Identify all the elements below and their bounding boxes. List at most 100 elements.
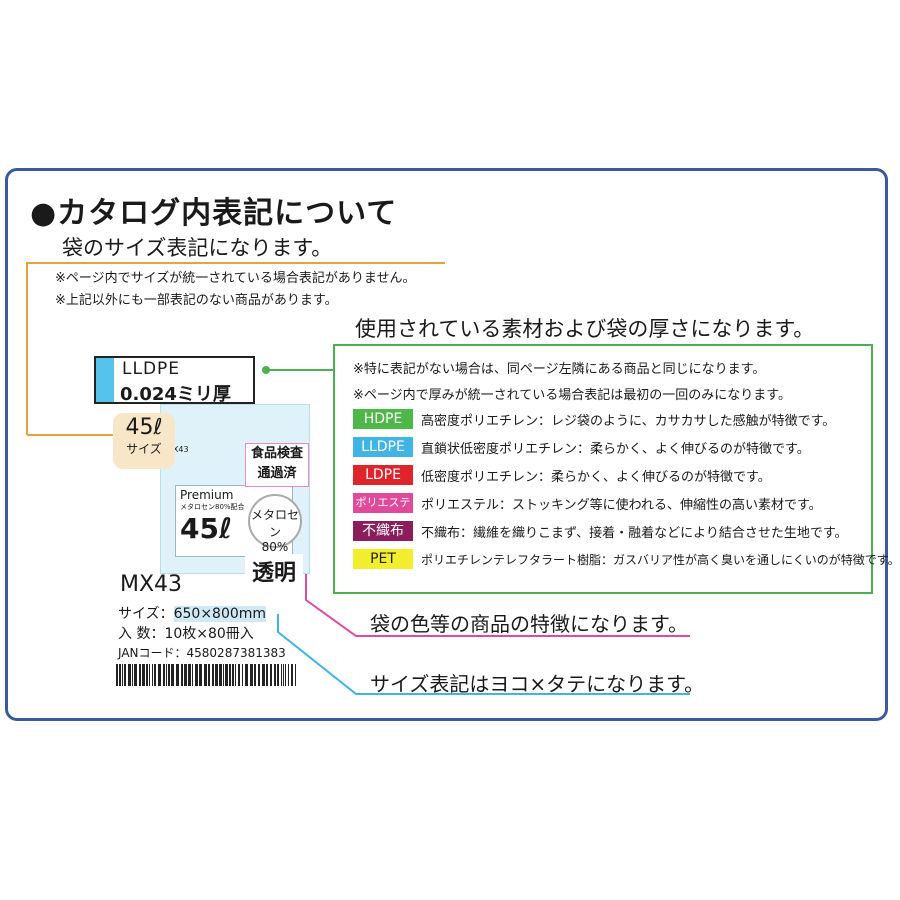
barcode-bar	[192, 664, 193, 686]
barcode-bar	[223, 664, 224, 686]
barcode-bar	[142, 664, 145, 686]
barcode-bar	[225, 664, 228, 686]
barcode-bar	[266, 664, 268, 686]
dimension-note: サイズ表記はヨコ×タテになります。	[370, 672, 705, 696]
barcode-bar	[176, 664, 179, 686]
barcode-bar	[291, 664, 293, 686]
barcode-bar	[181, 664, 183, 686]
barcode-bar	[232, 664, 234, 686]
size-spec-value: 650×800mm	[173, 606, 267, 622]
polyester-badge: ポリエステル	[353, 493, 413, 529]
barcode-bar	[281, 664, 282, 686]
barcode-bar	[168, 664, 170, 686]
bag-small-text: メタロセン80%配合	[180, 503, 245, 511]
barcode-bar	[146, 664, 148, 686]
size-badge-unit: サイズ	[126, 442, 162, 456]
jan-spec: JANコード：4580287381383	[118, 644, 286, 661]
legend-note: ※ページ内で厚みが統一されている場合表記は最初の一回のみになります。	[353, 388, 791, 403]
barcode-bar	[274, 664, 276, 686]
barcode-bar	[285, 664, 286, 686]
label-material: LLDPE	[122, 359, 181, 379]
jan-value: 4580287381383	[186, 646, 286, 660]
barcode-bar	[288, 664, 289, 686]
barcode-bar	[229, 664, 231, 686]
barcode-bar	[277, 664, 279, 686]
barcode-bar	[119, 664, 121, 686]
barcode-bar	[124, 664, 126, 686]
barcode-bar	[208, 664, 210, 686]
barcode-bar	[152, 664, 153, 686]
material-desc: ポリエチレンテレフタラート樹脂：ガスバリア性が高く臭いを通しにくいのが特徴です。	[421, 552, 900, 567]
bag-brand: Premium	[180, 488, 234, 502]
barcode-bar	[188, 664, 191, 686]
barcode-bar	[116, 664, 118, 686]
metallocene-line: 80%	[261, 540, 289, 554]
barcode-image	[116, 664, 296, 686]
material-note: 使用されている素材および袋の厚さになります。	[355, 317, 815, 341]
material-row-hdpe: HDPE 高密度ポリエチレン：レジ袋のように、カサカサした感触が特徴です。	[353, 408, 835, 430]
label-thickness: 0.024ミリ厚	[120, 384, 231, 405]
metallocene-line: メタロセン	[250, 508, 299, 539]
barcode-bar	[132, 664, 133, 686]
metallocene-badge: メタロセン 80%	[248, 494, 302, 554]
size-spec-label: サイズ：	[118, 606, 174, 622]
material-row-polyester: ポリエステル ポリエステル：ストッキング等に使われる、伸縮性の高い素材です。	[353, 492, 822, 529]
size-notes: ※ページ内でサイズが統一されている場合表記がありません。 ※上記以外にも一部表記…	[55, 268, 415, 312]
note-line: ※ページ内でサイズが統一されている場合表記がありません。	[55, 271, 416, 286]
barcode-bar	[122, 664, 123, 686]
hdpe-badge: HDPE	[353, 409, 413, 429]
nonwoven-badge: 不織布	[353, 521, 413, 541]
barcode-bar	[212, 664, 214, 686]
material-desc: 直鎖状低密度ポリエチレン：柔らかく、よく伸びるのが特徴です。	[421, 441, 810, 457]
clear-label: 透明	[245, 554, 303, 594]
material-desc: 不織布：繊維を織りこまず、接着・融着などにより結合させた生地です。	[421, 525, 848, 541]
qty-spec-value: 10枚×80冊入	[164, 626, 254, 642]
material-legend: ※特に表記がない場合は、同ページ左隣にある商品と同じになります。 ※ページ内で厚…	[333, 344, 900, 594]
note-line: ※上記以外にも一部表記のない商品があります。	[55, 293, 338, 308]
barcode-bar	[258, 664, 260, 686]
barcode-bar	[149, 664, 150, 686]
page-title: ●カタログ内表記について	[30, 196, 398, 231]
feature-note: 袋の色等の商品の特徴になります。	[370, 612, 688, 636]
barcode-bar	[245, 664, 248, 686]
material-row-lldpe: LLDPE 直鎖状低密度ポリエチレン：柔らかく、よく伸びるのが特徴です。	[353, 436, 810, 458]
barcode-bar	[171, 664, 174, 686]
barcode-bar	[195, 664, 198, 686]
lldpe-badge: LLDPE	[353, 437, 413, 457]
barcode-bar	[295, 664, 296, 686]
food-label-line: 通過済	[257, 466, 297, 481]
bag-volume: 45ℓ	[180, 512, 233, 545]
barcode-bar	[250, 664, 253, 686]
barcode-bar	[166, 664, 167, 686]
food-label-line: 食品検査	[250, 446, 303, 461]
barcode-bar	[139, 664, 141, 686]
size-badge: 45ℓ サイズ	[113, 413, 175, 469]
material-desc: 高密度ポリエチレン：レジ袋のように、カサカサした感触が特徴です。	[421, 413, 836, 429]
material-row-nonwoven: 不織布 不織布：繊維を織りこまず、接着・融着などにより結合させた生地です。	[353, 520, 848, 542]
barcode-bar	[235, 664, 236, 686]
material-row-ldpe: LDPE 低密度ポリエチレン：柔らかく、よく伸びるのが特徴です。	[353, 464, 771, 486]
pet-badge: PET	[353, 549, 413, 569]
qty-spec-label: 入 数：	[118, 626, 165, 642]
barcode-bar	[134, 664, 137, 686]
barcode-bar	[242, 664, 243, 686]
food-test-label: 食品検査 通過済	[245, 443, 309, 487]
barcode-bar	[254, 664, 256, 686]
barcode-bar	[219, 664, 222, 686]
size-spec: サイズ：650×800mm	[118, 603, 267, 623]
material-desc: ポリエステル：ストッキング等に使われる、伸縮性の高い素材です。	[421, 497, 822, 513]
size-badge-volume: 45ℓ	[125, 415, 163, 440]
legend-note: ※特に表記がない場合は、同ページ左隣にある商品と同じになります。	[353, 362, 766, 377]
label-color-bar	[96, 358, 114, 402]
material-desc: 低密度ポリエチレン：柔らかく、よく伸びるのが特徴です。	[421, 469, 771, 485]
barcode-bar	[204, 664, 207, 686]
material-row-pet: PET ポリエチレンテレフタラート樹脂：ガスバリア性が高く臭いを通しにくいのが特…	[353, 548, 900, 570]
barcode-bar	[199, 664, 202, 686]
barcode-bar	[158, 664, 161, 686]
barcode-bar	[283, 664, 284, 686]
size-note: 袋のサイズ表記になります。	[62, 236, 333, 260]
barcode-bar	[215, 664, 218, 686]
barcode-bar	[262, 664, 265, 686]
barcode-bar	[163, 664, 165, 686]
barcode-bar	[184, 664, 187, 686]
